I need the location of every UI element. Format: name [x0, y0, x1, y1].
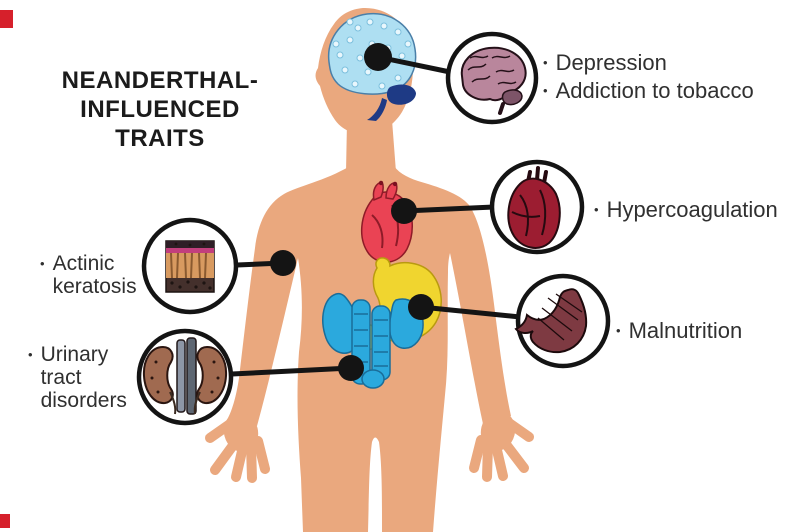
- connector-dot-skin: [270, 250, 296, 276]
- red-mark-top-left: [0, 10, 13, 28]
- trait-hypercoagulation: • Hypercoagulation: [594, 196, 778, 224]
- left-hand: [205, 412, 270, 483]
- bullet-icon: •: [543, 55, 548, 70]
- red-mark-bottom-left: [0, 514, 10, 528]
- bullet-icon: •: [594, 202, 599, 217]
- title-line-3: TRAITS: [115, 125, 205, 152]
- bullet-icon: •: [543, 83, 548, 98]
- trait-label: Addiction to tobacco: [555, 78, 754, 103]
- connector-dots: [270, 43, 434, 381]
- connector-line-heart: [403, 204, 495, 214]
- page-title: NEANDERTHAL- INFLUENCED TRAITS: [28, 66, 292, 153]
- skin-icon: [165, 240, 215, 293]
- connector-dot-brain: [364, 43, 392, 71]
- title-line-1: NEANDERTHAL-: [61, 67, 259, 94]
- trait-addiction-to-tobacco: • Addiction to tobacco: [543, 77, 754, 105]
- right-hand: [469, 411, 534, 482]
- connector-line-stomach: [420, 304, 521, 320]
- intestines-organ: [322, 292, 424, 389]
- kidneys-icon: [142, 337, 228, 415]
- trait-actinic-keratosis: • Actinic keratosis: [40, 252, 151, 298]
- connector-dot-stomach: [408, 294, 434, 320]
- bullet-icon: •: [616, 323, 621, 338]
- connector-dot-kidneys: [338, 355, 364, 381]
- trait-urinary-tract-disorders: • Urinary tract disorders: [28, 343, 133, 412]
- trait-malnutrition: • Malnutrition: [616, 317, 742, 345]
- bullet-icon: •: [40, 256, 45, 271]
- cerebellum: [386, 84, 416, 105]
- heart-icon: [507, 166, 561, 249]
- trait-label: Actinic keratosis: [52, 252, 137, 298]
- trait-label: Malnutrition: [628, 318, 743, 343]
- trait-label: Depression: [555, 50, 667, 75]
- neck: [346, 120, 396, 172]
- connector-dot-heart: [391, 198, 417, 224]
- trait-label: Urinary tract disorders: [40, 343, 127, 412]
- stomach-icon: [514, 288, 588, 354]
- brain-icon: [460, 46, 527, 115]
- trait-depression: • Depression: [543, 49, 667, 77]
- title-line-2: INFLUENCED: [80, 96, 240, 123]
- trait-label: Hypercoagulation: [606, 197, 778, 222]
- brain-stem: [367, 98, 387, 121]
- bullet-icon: •: [28, 347, 33, 362]
- brain-texture: [332, 18, 412, 90]
- connector-line-kidneys: [231, 365, 352, 377]
- brain-organ: [327, 12, 417, 121]
